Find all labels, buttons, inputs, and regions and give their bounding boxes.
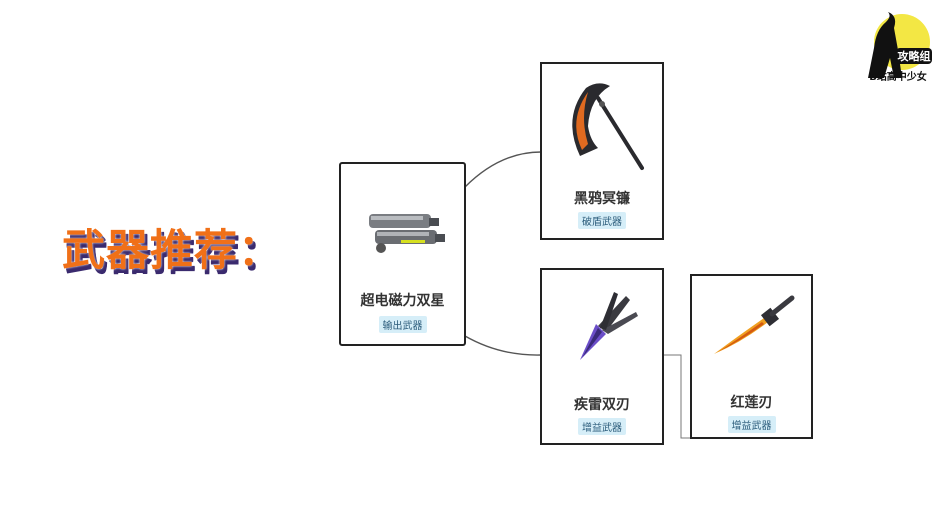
logo-badge-text: 攻略组 <box>898 49 931 63</box>
channel-watermark: B站高中少女 <box>869 72 927 83</box>
weapon-tag: 增益武器 <box>578 418 626 435</box>
weapon-name: 黑鸦冥镰 <box>574 191 630 207</box>
weapon-tag: 输出武器 <box>378 316 427 333</box>
flame-blade-icon <box>714 295 795 354</box>
weapon-card-triple-blade[interactable]: 疾雷双刃 增益武器 <box>540 268 664 445</box>
page-heading: 武器推荐： <box>62 226 282 276</box>
twin-cannon-icon <box>369 214 445 253</box>
weapon-tag: 增益武器 <box>727 416 776 433</box>
weapon-name: 超电磁力双星 <box>360 293 445 309</box>
weapon-card-scythe[interactable]: 黑鸦冥镰 破盾武器 <box>540 62 664 240</box>
weapon-card-flame-blade[interactable]: 红莲刃 增益武器 <box>690 274 813 439</box>
scythe-icon <box>572 83 644 170</box>
weapon-tag: 破盾武器 <box>578 212 626 229</box>
silhouette-logo-icon: 攻略组 <box>868 12 932 78</box>
weapon-name: 红莲刃 <box>730 395 773 411</box>
weapon-name: 疾雷双刃 <box>574 397 630 413</box>
triple-blade-icon <box>580 292 638 360</box>
weapon-card-twin-cannon[interactable]: 超电磁力双星 输出武器 <box>339 162 466 346</box>
